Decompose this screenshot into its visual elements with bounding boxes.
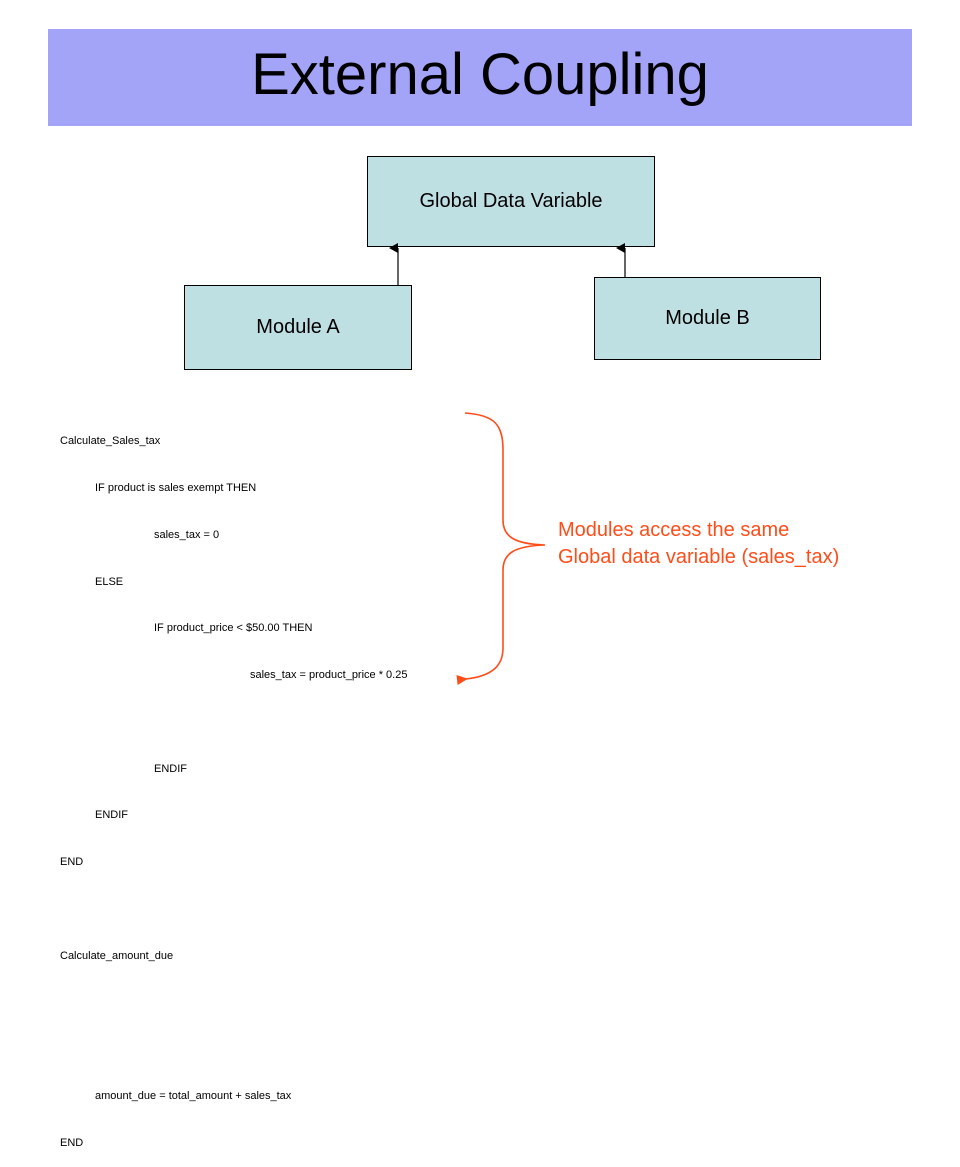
code-line-11 bbox=[60, 902, 407, 918]
code-line-2: IF product is sales exempt THEN bbox=[95, 481, 257, 494]
annotation-note: Modules access the same Global data vari… bbox=[558, 517, 839, 571]
curly-brace bbox=[456, 412, 546, 685]
code-line-13 bbox=[60, 996, 407, 1012]
title-bar: External Coupling bbox=[48, 29, 912, 126]
module-b-box: Module B bbox=[594, 277, 821, 360]
code-line-1: Calculate_Sales_tax bbox=[60, 435, 161, 448]
pseudocode-block: Calculate_Sales_tax IF product is sales … bbox=[60, 403, 407, 1167]
code-line-6: sales_tax = product_price * 0.25 bbox=[250, 669, 408, 682]
slide-title: External Coupling bbox=[251, 41, 709, 107]
annotation-line-1: Modules access the same bbox=[558, 519, 790, 541]
module-b-label: Module B bbox=[665, 307, 750, 329]
code-line-15: amount_due = total_amount + sales_tax bbox=[95, 1090, 292, 1103]
global-data-variable-box: Global Data Variable bbox=[367, 156, 655, 247]
code-line-14 bbox=[60, 1042, 407, 1058]
code-line-10: END bbox=[60, 856, 84, 869]
code-line-7 bbox=[60, 715, 407, 731]
module-a-box: Module A bbox=[184, 285, 412, 370]
annotation-line-2: Global data variable (sales_tax) bbox=[558, 546, 840, 568]
code-line-12: Calculate_amount_due bbox=[60, 949, 174, 962]
global-data-variable-label: Global Data Variable bbox=[419, 190, 603, 212]
code-line-8: ENDIF bbox=[154, 762, 187, 775]
code-line-5: IF product_price < $50.00 THEN bbox=[154, 622, 313, 635]
code-line-3: sales_tax = 0 bbox=[154, 528, 220, 541]
code-line-4: ELSE bbox=[95, 575, 124, 588]
code-line-16: END bbox=[60, 1136, 84, 1149]
module-a-label: Module A bbox=[256, 316, 340, 338]
code-line-9: ENDIF bbox=[95, 809, 128, 822]
